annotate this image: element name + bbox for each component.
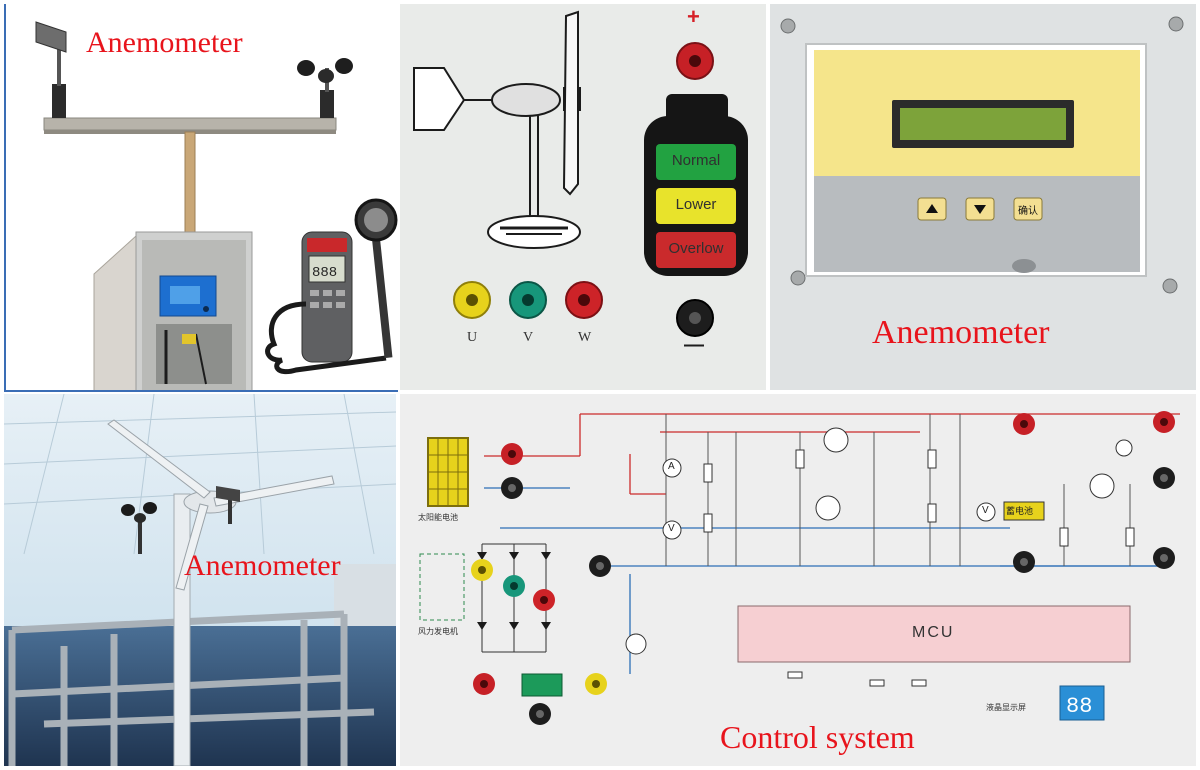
panel-anemometer-controller: 确认 Anemometer xyxy=(770,4,1196,390)
terminal-label-u: U xyxy=(467,330,478,345)
battery-box-label: 蓄电池 xyxy=(1006,507,1034,517)
down-button[interactable] xyxy=(966,198,994,220)
panel-turbine-battery: + — Normal Lower Overlow U V W xyxy=(400,4,766,390)
svg-text:88: 88 xyxy=(1066,694,1092,719)
caption-anemometer-top-left: Anemometer xyxy=(86,26,243,59)
battery-level-lower: Lower xyxy=(675,196,717,213)
caption-control-system: Control system xyxy=(720,719,915,755)
lcd-display-label: 液晶显示屏 xyxy=(986,703,1026,712)
wind-tunnel-drawing xyxy=(4,394,396,766)
plus-sign: + xyxy=(687,4,700,29)
solar-panel-label: 太阳能电池 xyxy=(418,513,458,522)
solar-panel-icon xyxy=(427,437,469,507)
battery-labels: Normal Lower Overlow xyxy=(656,144,736,268)
photo-anemometer-station: 888 Anemometer xyxy=(4,4,398,392)
wind-turbine-sketch xyxy=(413,10,581,249)
caption-anemometer-top-right: Anemometer xyxy=(872,314,1050,351)
up-button[interactable] xyxy=(918,198,946,220)
photo-wind-tunnel: Anemometer xyxy=(4,394,396,766)
battery-level-graphic xyxy=(644,94,748,276)
minus-sign: — xyxy=(684,334,704,356)
confirm-button[interactable]: 确认 xyxy=(1018,206,1038,217)
anemometer-station-drawing: 888 xyxy=(35,21,398,390)
caption-anemometer-bottom-left: Anemometer xyxy=(184,549,341,582)
meter-voltmeter-1: V xyxy=(668,523,675,534)
controller-drawing xyxy=(780,16,1184,294)
battery-level-overlow: Overlow xyxy=(668,240,724,257)
meter-ammeter: A xyxy=(668,461,675,472)
wind-generator-label: 风力发电机 xyxy=(418,627,458,636)
control-circuit-drawing: 88 xyxy=(419,411,1180,725)
meter-voltmeter-2: V xyxy=(982,505,989,516)
mcu-label: MCU xyxy=(912,624,955,641)
terminal-label-w: W xyxy=(578,330,592,345)
terminal-label-v: V xyxy=(523,330,534,345)
battery-level-normal: Normal xyxy=(671,152,721,169)
panel-control-system: 88 MCU A V V 蓄电池 太阳能电池 风力发电机 液晶显示屏 Contr… xyxy=(400,394,1196,766)
svg-text:888: 888 xyxy=(312,265,337,281)
turbine-battery-drawing xyxy=(413,10,748,337)
